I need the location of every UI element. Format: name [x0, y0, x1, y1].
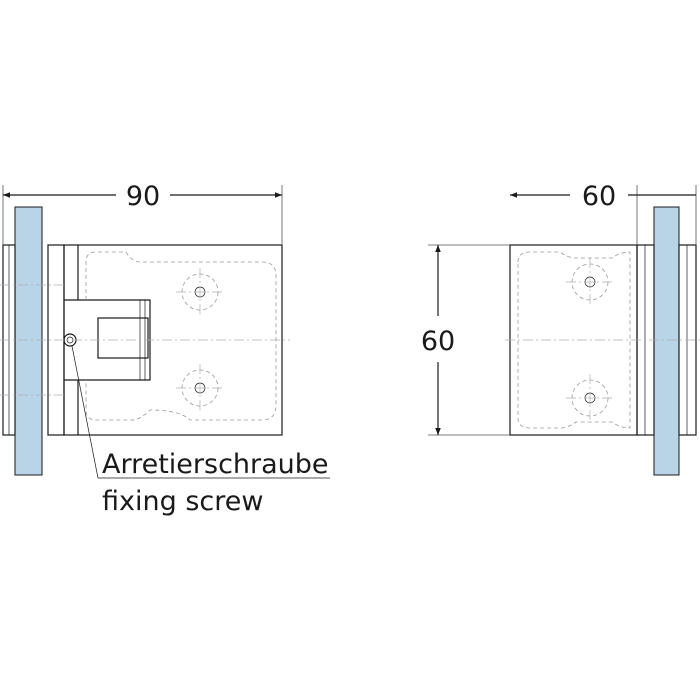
clamp-plate-right-outer [678, 244, 697, 436]
fixing-screw-leader [71, 345, 99, 479]
hidden-outline-front [85, 251, 277, 421]
label-fixing-screw-de: Arretierschraube [102, 449, 329, 480]
dimension-width-front: 90 [126, 181, 160, 212]
dimension-width-side: 60 [582, 181, 616, 212]
glass-pane-right [653, 206, 680, 476]
hidden-outline-side [517, 251, 631, 429]
mounting-hole-bottom-front [176, 364, 224, 412]
mounting-hole-top-side [566, 258, 614, 306]
label-fixing-screw-en: fixing screw [102, 486, 263, 517]
front-view: 90 Arretierschraube fixing screw [0, 181, 330, 517]
glass-pane-left [14, 206, 43, 476]
mounting-hole-top-front [176, 268, 224, 316]
side-view: 60 60 [421, 181, 700, 476]
dimension-height-side: 60 [421, 326, 455, 357]
mounting-hole-bottom-side [566, 374, 614, 422]
